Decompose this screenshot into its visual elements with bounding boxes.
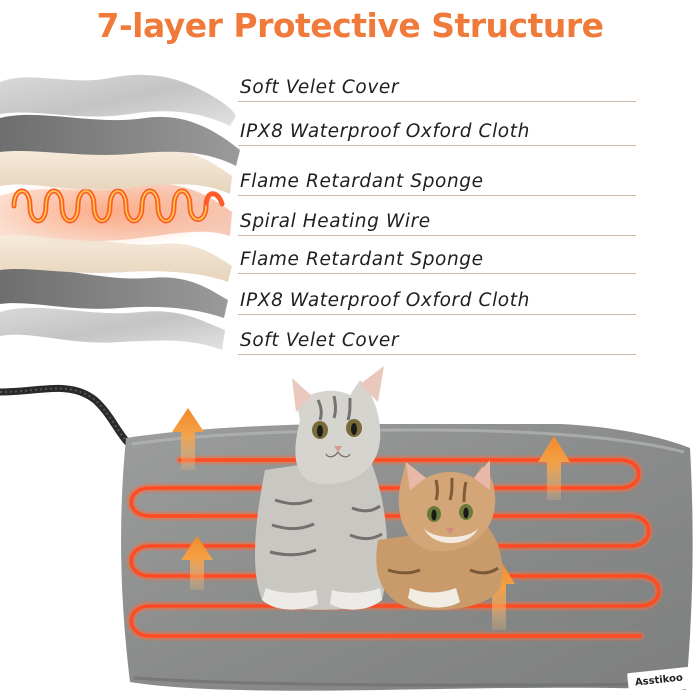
leader-line: [238, 354, 636, 355]
leader-line: [238, 145, 636, 146]
layer-label-oxford-cloth-top: IPX8 Waterproof Oxford Cloth: [240, 121, 530, 142]
layer-lower-sponge: [0, 233, 232, 282]
leader-line: [238, 273, 636, 274]
heat-arrows: [172, 408, 570, 630]
layer-label-flame-sponge-top: Flame Retardant Sponge: [240, 171, 484, 192]
layer-upper-sponge: [0, 147, 232, 194]
kitten-orange-tabby: [376, 460, 503, 610]
layer-label-soft-velet-cover-bottom: Soft Velet Cover: [240, 330, 400, 351]
layer-label-flame-sponge-bottom: Flame Retardant Sponge: [240, 249, 484, 270]
page-title: 7-layer Protective Structure: [96, 6, 605, 45]
heat-arrow-left-bottom: [181, 536, 213, 590]
leader-line: [238, 235, 636, 236]
layer-label-spiral-heating-wire: Spiral Heating Wire: [240, 211, 431, 232]
layer-label-soft-velet-cover-top: Soft Velet Cover: [240, 77, 400, 98]
layer-upper-oxford: [0, 114, 240, 166]
layer-bottom-velvet: [0, 307, 225, 350]
heat-arrow-right-top: [538, 436, 570, 500]
leader-line: [238, 314, 636, 315]
kitten-silver-tabby: [254, 366, 388, 610]
layer-label-oxford-cloth-bottom: IPX8 Waterproof Oxford Cloth: [240, 290, 530, 311]
power-cord: [0, 384, 144, 456]
layer-top-velvet: [0, 74, 236, 126]
heat-arrow-left-top: [172, 408, 204, 470]
leader-line: [238, 195, 636, 196]
leader-line: [238, 101, 636, 102]
layer-lower-oxford: [0, 268, 228, 318]
